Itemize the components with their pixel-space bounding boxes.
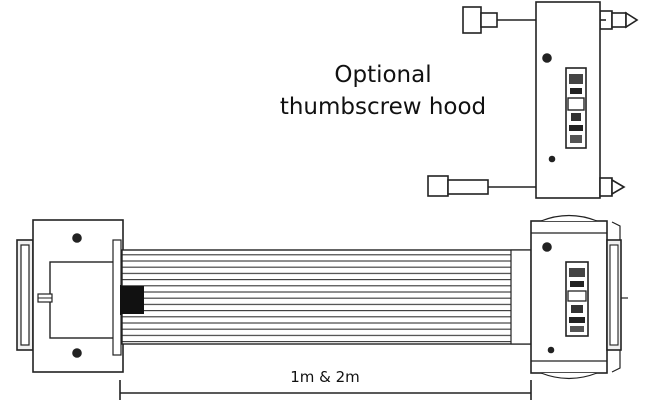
cable-length-label: 1m & 2m <box>290 368 360 386</box>
hood-screw-hole <box>542 53 552 63</box>
thumbscrew-hood <box>427 1 639 199</box>
right-screw-hole <box>547 346 555 354</box>
left-screw-hole <box>72 233 82 243</box>
hood-lower-thumbscrew <box>427 175 626 197</box>
right-screw-hole <box>542 242 552 252</box>
length-dimension <box>119 380 532 400</box>
ribbon-cable <box>120 249 531 345</box>
left-screw-hole <box>72 348 82 358</box>
hood-label-plate <box>565 67 587 149</box>
hood-upper-thumbscrew <box>462 6 639 34</box>
hood-screw-hole <box>548 155 556 163</box>
hood-caption-line-1: Optional <box>334 62 432 88</box>
right-connector <box>510 214 628 380</box>
right-label-plate <box>565 261 589 337</box>
left-strain-relief <box>112 239 122 356</box>
hood-caption-line-2: thumbscrew hood <box>279 94 487 120</box>
